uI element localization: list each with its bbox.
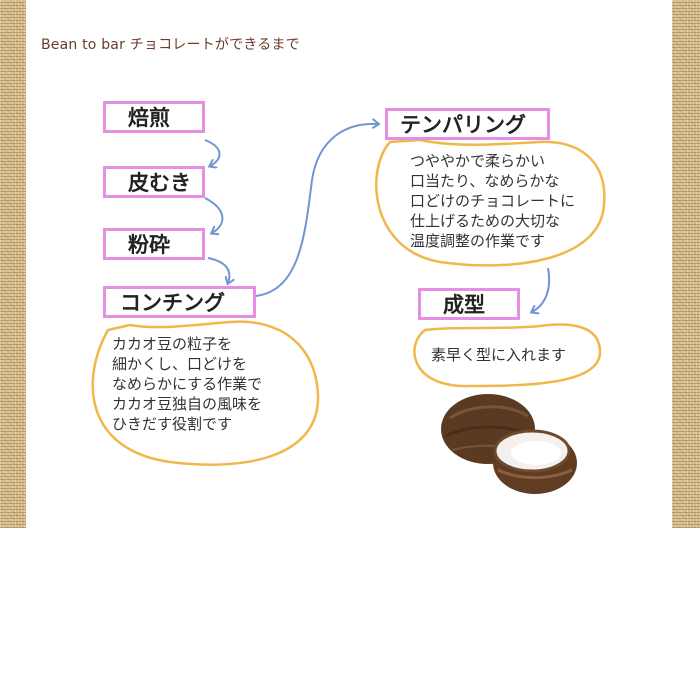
cacao-illustration xyxy=(441,394,577,494)
step-tempering: テンパリング xyxy=(385,108,550,140)
step-roast: 焙煎 xyxy=(103,101,205,133)
tempering-note: つややかで柔らかい 口当たり、なめらかな 口どけのチョコレートに 仕上げるための… xyxy=(410,152,576,250)
arrow-roast-to-peel xyxy=(204,139,221,166)
page-title: Bean to bar チョコレートができるまで xyxy=(41,37,300,53)
conching-note-bubble xyxy=(91,320,320,466)
arrow-tempering-to-molding xyxy=(532,267,551,312)
tempering-note-bubble xyxy=(375,138,606,267)
step-molding: 成型 xyxy=(418,288,520,320)
burlap-border-left xyxy=(0,0,26,528)
arrow-peel-to-grind xyxy=(204,197,224,233)
step-grind: 粉砕 xyxy=(103,228,205,260)
molding-note: 素早く型に入れます xyxy=(431,346,567,364)
arrow-grind-to-conching xyxy=(207,257,229,283)
molding-note-bubble xyxy=(413,323,602,388)
step-conching: コンチング xyxy=(103,286,256,318)
step-peel: 皮むき xyxy=(103,166,205,198)
burlap-border-right xyxy=(672,0,700,528)
arrow-conching-to-tempering xyxy=(255,124,378,297)
conching-note: カカオ豆の粒子を 細かくし、口どけを なめらかにする作業で カカオ豆独自の風味を… xyxy=(112,335,263,433)
